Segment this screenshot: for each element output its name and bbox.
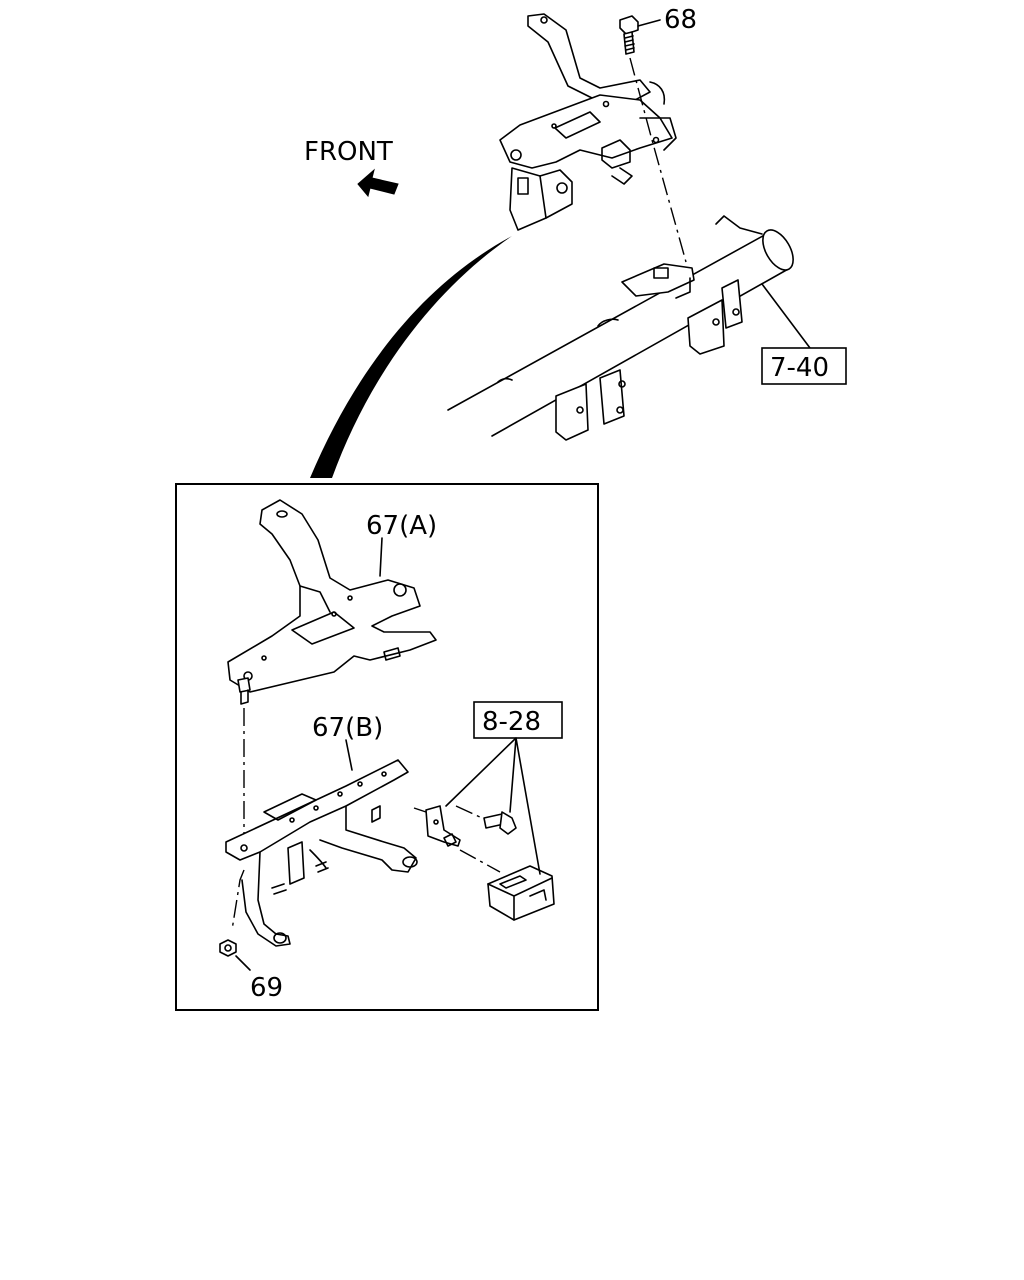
leader-67b <box>345 739 353 771</box>
leader-68 <box>637 19 661 27</box>
ref-box-8-28 <box>473 701 563 739</box>
leader-67a <box>379 537 383 577</box>
leader-7-40 <box>761 283 811 349</box>
cross-beam <box>447 215 794 441</box>
bracket-67a <box>227 499 437 693</box>
bracket-67b <box>225 759 418 947</box>
stud-icon <box>237 677 251 705</box>
detail-view-frame <box>175 483 599 1011</box>
front-label: FRONT <box>304 137 393 167</box>
detail-callout-arc <box>310 236 512 478</box>
callout-67b: 67(B) <box>312 713 383 743</box>
leader-69 <box>235 955 251 971</box>
alignment-line-bolt <box>455 805 483 819</box>
ref-box-7-40 <box>761 347 847 385</box>
nut-69-icon <box>219 939 237 957</box>
callout-69: 69 <box>250 973 283 1003</box>
alignment-line-68 <box>629 57 687 263</box>
leader-8-28 <box>445 737 541 875</box>
callout-7-40: 7-40 <box>770 353 829 383</box>
alignment-line-69 <box>231 869 245 931</box>
upper-bracket-assembly <box>499 13 677 231</box>
unit-8-28-parts <box>425 805 555 921</box>
alignment-line-subbracket <box>413 807 427 813</box>
front-arrow-icon <box>357 168 399 198</box>
callout-8-28: 8-28 <box>482 707 541 737</box>
callout-67a: 67(A) <box>366 511 437 541</box>
alignment-line-unit <box>459 849 501 873</box>
callout-68: 68 <box>664 5 697 35</box>
bolt-68-icon <box>619 15 639 55</box>
